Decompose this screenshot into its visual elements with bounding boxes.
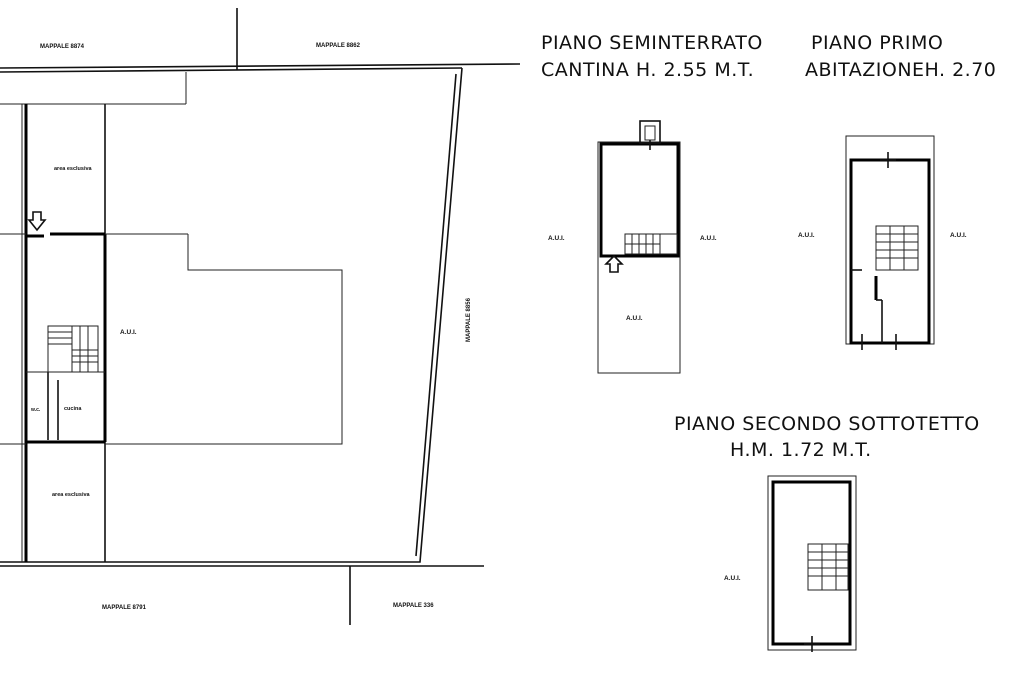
basement-aui-bottom: A.U.I. bbox=[626, 315, 643, 322]
wc-label: w.c. bbox=[30, 407, 41, 413]
basement-aui-left: A.U.I. bbox=[548, 235, 565, 242]
mappale-right-label: MAPPALE 8856 bbox=[466, 297, 472, 342]
headings: PIANO SEMINTERRATO CANTINA H. 2.55 M.T. … bbox=[541, 32, 996, 461]
first-floor-title: PIANO PRIMO bbox=[811, 32, 943, 54]
basement-subtitle: CANTINA H. 2.55 M.T. bbox=[541, 59, 754, 81]
first-aui-left: A.U.I. bbox=[798, 232, 815, 239]
area-bottom-label: area esclusiva bbox=[52, 492, 91, 498]
basement-aui-right: A.U.I. bbox=[700, 235, 717, 242]
second-floor-title: PIANO SECONDO SOTTOTETTO bbox=[674, 413, 980, 435]
second-floor-plan: A.U.I. bbox=[724, 475, 857, 652]
mappale-top-left-label: MAPPALE 8874 bbox=[40, 44, 85, 50]
mappale-top-right-label: MAPPALE 8862 bbox=[316, 43, 361, 49]
basement-title: PIANO SEMINTERRATO bbox=[541, 32, 763, 54]
area-top-label: area esclusiva bbox=[54, 166, 93, 172]
cucina-label: cucina bbox=[64, 406, 82, 412]
first-floor-subtitle: ABITAZIONEH. 2.70 bbox=[805, 59, 996, 81]
mappale-bottom-right-label: MAPPALE 336 bbox=[393, 603, 434, 609]
first-aui-right: A.U.I. bbox=[950, 232, 967, 239]
second-aui-left: A.U.I. bbox=[724, 575, 741, 582]
mappale-bottom-left-label: MAPPALE 8791 bbox=[102, 605, 147, 611]
site-aui-label: A.U.I. bbox=[120, 329, 137, 336]
site-plan: MAPPALE 8874 MAPPALE 8862 MAPPALE 8856 M… bbox=[0, 8, 521, 625]
first-floor-plan: A.U.I. A.U.I. bbox=[798, 135, 967, 350]
second-floor-subtitle: H.M. 1.72 M.T. bbox=[730, 439, 872, 461]
basement-plan: A.U.I. A.U.I. A.U.I. bbox=[548, 120, 717, 374]
